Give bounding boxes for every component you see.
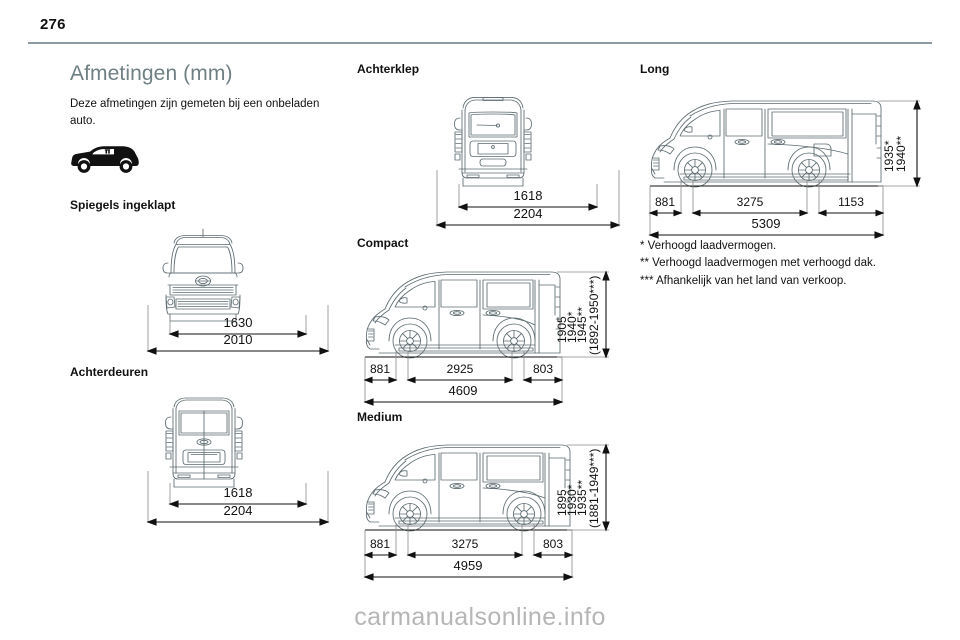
right-column: Long [640,62,940,242]
figure-side-view-medium: 1895 1930* 1935** (1881-1949***) 881 [357,436,629,584]
footnotes-list: * Verhoogd laadvermogen. ** Verhoogd laa… [640,238,940,290]
section-rear-doors: Achterdeuren [70,365,338,528]
section-title-compact: Compact [357,236,409,251]
site-watermark: carmanualsonline.info [354,603,606,631]
height-label-medium-2: 1935** [575,480,589,516]
figure-side-view-compact: 1905 1940* 1945** (1892-1950***) [357,263,629,408]
dim-label-mirrors-outer: 2010 [224,332,253,347]
header-divider [28,42,932,44]
figure-side-view-long: 1935* 1940** 881 [640,92,940,242]
dim-label-long-front-overhang: 881 [655,195,675,209]
van-silhouette-icon [70,143,338,180]
section-title-medium: Medium [357,409,403,424]
dim-label-medium-front-overhang: 881 [370,537,390,551]
section-compact: Compact [357,236,629,407]
height-labels-long: 1935* 1940** [882,136,908,172]
dim-label-compact-rear-overhang: 803 [533,362,553,376]
height-labels-compact: 1905 1940* 1945** (1892-1950***) [555,275,601,354]
dim-label-long-total-length: 5309 [752,216,781,231]
section-mirrors-folded: Spiegels ingeklapt [70,198,338,356]
dim-label-mirrors-inner: 1630 [224,315,253,330]
page-number: 276 [40,16,66,33]
height-label-medium-3: (1881-1949***) [587,449,601,528]
dim-label-tailgate-inner: 1618 [514,188,543,203]
section-tailgate: Achterklep [357,62,629,232]
dim-label-compact-total-length: 4609 [449,383,478,398]
page-title: Afmetingen (mm) [70,62,233,85]
footnote-1: * Verhoogd laadvermogen. [640,240,777,252]
figure-rear-view-tailgate: 1618 2204 [357,92,629,232]
height-label-compact-0: 1905 [555,316,569,343]
section-title-mirrors-folded: Spiegels ingeklapt [70,198,176,213]
footnote-2: ** Verhoogd laadvermogen met verhoogd da… [640,257,876,270]
height-label-long-1: 1940** [894,136,908,172]
figure-rear-view-doors: 1618 2204 [70,393,338,528]
height-label-medium-1: 1930* [565,484,579,516]
height-labels-medium: 1895 1930* 1935** (1881-1949***) [555,449,601,528]
dim-label-rear-doors-inner: 1618 [224,485,253,500]
middle-column: Achterklep [357,62,629,584]
dim-label-tailgate-outer: 2204 [514,206,543,221]
dim-label-medium-wheelbase: 3275 [452,537,479,551]
height-label-compact-1: 1940* [565,311,579,343]
dim-label-compact-wheelbase: 2925 [447,362,474,376]
height-label-long-0: 1935* [882,141,896,173]
intro-text: Deze afmetingen zijn gemeten bij een onb… [70,98,320,127]
section-title-long: Long [640,62,670,76]
left-column: Afmetingen (mm) Deze afmetingen zijn gem… [70,62,338,528]
dim-label-long-rear-overhang: 1153 [838,195,864,209]
height-label-medium-0: 1895 [555,489,569,516]
section-title-tailgate: Achterklep [357,62,420,76]
section-title-rear-doors: Achterdeuren [70,364,149,379]
dim-label-long-wheelbase: 3275 [737,195,764,209]
dim-label-rear-doors-outer: 2204 [224,503,253,518]
section-medium: Medium [357,410,629,584]
dim-label-medium-total-length: 4959 [454,558,483,573]
footnote-3: *** Afhankelijk van het land van verkoop… [640,274,847,287]
height-label-compact-3: (1892-1950***) [587,275,601,354]
height-label-compact-2: 1945** [575,306,589,342]
dim-label-compact-front-overhang: 881 [370,362,390,376]
dim-label-medium-rear-overhang: 803 [543,537,563,551]
section-long: Long [640,62,940,242]
figure-front-view-mirrors-folded: 1630 2010 [70,227,338,357]
